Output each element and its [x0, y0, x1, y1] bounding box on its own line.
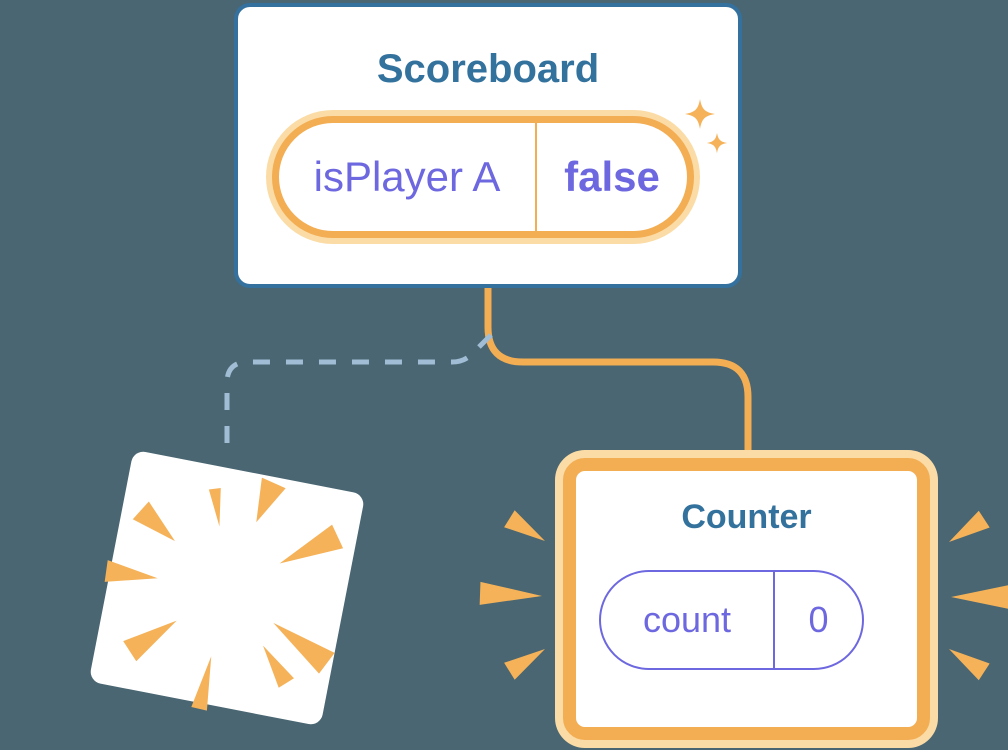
pill-divider [773, 572, 775, 668]
counter-card-face: Counter count 0 [563, 458, 930, 740]
counter-state-name: count [642, 599, 732, 640]
scoreboard-card: Scoreboard isPlayer A false [234, 3, 742, 288]
counter-state-pill: count 0 [599, 570, 864, 670]
connector-to-removed-card [224, 333, 493, 458]
scoreboard-state-pill: isPlayer A false [272, 116, 694, 238]
scoreboard-state-name: isPlayer A [313, 153, 501, 200]
removed-card-face [90, 451, 364, 725]
counter-card: Counter count 0 [555, 450, 938, 748]
counter-state-value: 0 [808, 599, 829, 640]
sparkles-icon [685, 99, 728, 154]
removed-card [90, 451, 364, 725]
scoreboard-state-value: false [564, 153, 660, 200]
connector-to-counter [484, 288, 752, 452]
poof-burst-icon [104, 477, 344, 711]
emphasis-marks-left-icon [479, 510, 545, 680]
counter-title: Counter [681, 498, 812, 536]
emphasis-marks-right-icon [949, 510, 1008, 681]
pill-divider [535, 123, 537, 231]
scoreboard-title: Scoreboard [376, 47, 600, 91]
